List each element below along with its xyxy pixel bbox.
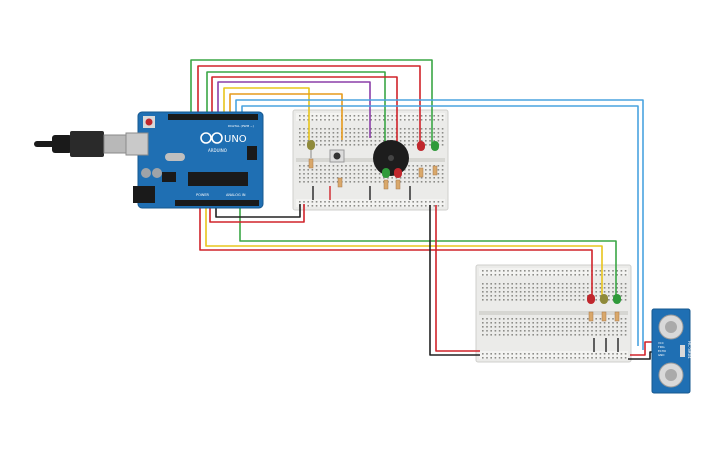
wire-red-sensor <box>630 341 654 356</box>
digital-label: DIGITAL (PWM ~) <box>228 124 254 128</box>
sensor-pin-trig: TRIG <box>657 345 665 349</box>
power-label: POWER <box>196 193 210 197</box>
wire-black-rail <box>429 205 480 356</box>
wire-yellow-top <box>223 87 310 140</box>
wire-red-top <box>197 65 421 148</box>
led-green-bottom[interactable] <box>613 294 621 322</box>
wire-orange <box>229 93 343 140</box>
board-logo-text: ARDUINO <box>208 148 227 153</box>
ultrasonic-sensor[interactable]: HC-SR04 VCC TRIG ECHO GND <box>651 308 692 394</box>
wire-red-power <box>209 204 305 223</box>
sensor-pin-echo: ECHO <box>658 349 667 353</box>
arduino-logo: ARDUINO UNO <box>200 132 247 153</box>
wire-blue-2 <box>241 105 639 346</box>
wire-yellow-bottom <box>205 205 603 296</box>
led-red-top[interactable] <box>417 141 425 178</box>
wire-blue-1 <box>235 99 644 350</box>
breadboard-bottom <box>475 264 632 363</box>
wire-black-gnd <box>215 204 301 218</box>
board-model: UNO <box>224 134 247 145</box>
wire-red-rail <box>435 205 480 352</box>
analog-label: ANALOG IN <box>226 193 246 197</box>
bottom-components <box>587 294 621 352</box>
led-red-mid[interactable] <box>394 168 402 190</box>
sensor-pin-vcc: VCC <box>658 341 664 345</box>
piezo-buzzer[interactable] <box>373 140 409 176</box>
led-green-top[interactable] <box>431 141 439 176</box>
led-yellow-bottom[interactable] <box>600 294 608 322</box>
wire-red-bottom <box>199 205 593 296</box>
arduino-board: ARDUINO UNO DIGITAL (PWM ~) POWER ANALOG… <box>125 111 264 209</box>
led-green-mid[interactable] <box>382 168 390 190</box>
led-yellow-top[interactable] <box>307 140 315 169</box>
wire-green-bottom <box>239 205 617 296</box>
sensor-pin-gnd: GND <box>658 353 664 357</box>
push-button[interactable] <box>329 149 345 188</box>
wires <box>190 59 654 360</box>
wire-green-top <box>190 59 433 148</box>
wire-red-2 <box>211 76 398 170</box>
led-red-bottom[interactable] <box>587 294 595 322</box>
sensor-label: HC-SR04 <box>687 341 692 359</box>
wire-green-2 <box>206 71 386 170</box>
top-components <box>307 140 439 200</box>
usb-cable <box>34 131 129 157</box>
wire-purple <box>217 81 371 138</box>
